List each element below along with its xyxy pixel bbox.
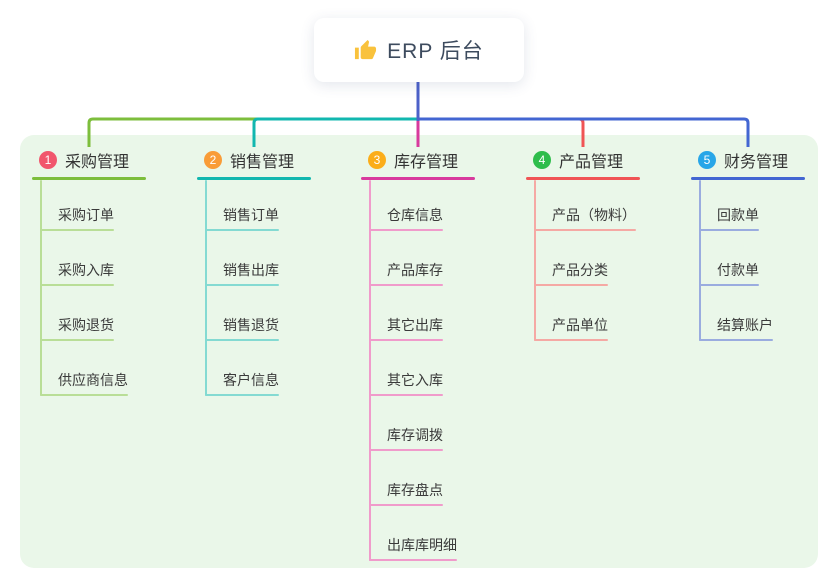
branch-title-3[interactable]: 3 库存管理 — [361, 148, 475, 180]
branch-number-badge: 4 — [533, 151, 551, 169]
child-node-label: 产品（物料） — [552, 207, 636, 223]
child-node[interactable]: 销售订单 — [205, 205, 291, 231]
child-node-label: 销售订单 — [223, 207, 279, 223]
child-node-label: 采购订单 — [58, 207, 114, 223]
child-node[interactable]: 采购入库 — [40, 260, 126, 286]
branch-number-badge: 3 — [368, 151, 386, 169]
child-node-label: 出库库明细 — [387, 537, 457, 553]
child-underline — [534, 284, 608, 286]
child-underline — [369, 229, 443, 231]
child-node-label: 回款单 — [717, 207, 759, 223]
child-node[interactable]: 出库库明细 — [369, 535, 469, 561]
branch-underline — [361, 177, 475, 180]
branch-title-1[interactable]: 1 采购管理 — [32, 148, 146, 180]
child-node[interactable]: 客户信息 — [205, 370, 291, 396]
branch-title-5[interactable]: 5 财务管理 — [691, 148, 805, 180]
child-underline — [534, 339, 608, 341]
child-node-label: 产品库存 — [387, 262, 443, 278]
branch-spine — [40, 180, 42, 396]
child-node-label: 库存调拨 — [387, 427, 443, 443]
child-node-label: 采购入库 — [58, 262, 114, 278]
child-node-label: 其它出库 — [387, 317, 443, 333]
child-node[interactable]: 采购退货 — [40, 315, 126, 341]
child-node-label: 产品分类 — [552, 262, 608, 278]
branch-title-4[interactable]: 4 产品管理 — [526, 148, 640, 180]
child-underline — [699, 229, 759, 231]
branch-title-2[interactable]: 2 销售管理 — [197, 148, 311, 180]
branches-panel — [20, 135, 818, 568]
child-node-label: 产品单位 — [552, 317, 608, 333]
child-node[interactable]: 库存盘点 — [369, 480, 455, 506]
child-node[interactable]: 库存调拨 — [369, 425, 455, 451]
branch-spine — [369, 180, 371, 561]
child-node[interactable]: 仓库信息 — [369, 205, 455, 231]
branch-number-badge: 5 — [698, 151, 716, 169]
child-node-label: 付款单 — [717, 262, 759, 278]
branch-spine — [699, 180, 701, 341]
child-underline — [205, 339, 279, 341]
child-node[interactable]: 产品分类 — [534, 260, 620, 286]
child-underline — [205, 284, 279, 286]
child-node-label: 结算账户 — [717, 317, 773, 333]
child-underline — [40, 339, 114, 341]
branch-underline — [526, 177, 640, 180]
child-underline — [369, 504, 443, 506]
child-node-label: 销售退货 — [223, 317, 279, 333]
child-node[interactable]: 销售出库 — [205, 260, 291, 286]
child-underline — [369, 449, 443, 451]
child-node-label: 销售出库 — [223, 262, 279, 278]
child-node[interactable]: 付款单 — [699, 260, 771, 286]
child-node[interactable]: 结算账户 — [699, 315, 785, 341]
child-underline — [699, 339, 773, 341]
child-node-label: 仓库信息 — [387, 207, 443, 223]
child-node[interactable]: 销售退货 — [205, 315, 291, 341]
thumbs-up-icon — [355, 39, 377, 59]
branch-number-badge: 1 — [39, 151, 57, 169]
child-underline — [369, 339, 443, 341]
child-node-label: 供应商信息 — [58, 372, 128, 388]
child-node[interactable]: 采购订单 — [40, 205, 126, 231]
branch-underline — [32, 177, 146, 180]
branch-label: 采购管理 — [65, 154, 130, 171]
branch-underline — [691, 177, 805, 180]
child-node[interactable]: 产品库存 — [369, 260, 455, 286]
child-underline — [40, 229, 114, 231]
child-node-label: 其它入库 — [387, 372, 443, 388]
child-node[interactable]: 产品（物料） — [534, 205, 648, 231]
child-underline — [40, 394, 128, 396]
child-node-label: 库存盘点 — [387, 482, 443, 498]
child-underline — [369, 559, 457, 561]
root-node-title: ERP 后台 — [387, 40, 484, 63]
child-node[interactable]: 其它入库 — [369, 370, 455, 396]
branch-label: 财务管理 — [724, 154, 789, 171]
branch-label: 产品管理 — [559, 154, 624, 171]
child-node[interactable]: 回款单 — [699, 205, 771, 231]
child-node[interactable]: 产品单位 — [534, 315, 620, 341]
child-node-label: 客户信息 — [223, 372, 279, 388]
child-underline — [369, 394, 443, 396]
child-underline — [369, 284, 443, 286]
child-underline — [534, 229, 636, 231]
child-node-label: 采购退货 — [58, 317, 114, 333]
branch-number-badge: 2 — [204, 151, 222, 169]
child-underline — [699, 284, 759, 286]
child-node[interactable]: 供应商信息 — [40, 370, 140, 396]
branch-spine — [205, 180, 207, 396]
child-underline — [205, 229, 279, 231]
branch-label: 销售管理 — [230, 154, 295, 171]
branch-label: 库存管理 — [394, 154, 459, 171]
branch-underline — [197, 177, 311, 180]
root-node[interactable]: ERP 后台 — [314, 18, 524, 82]
branch-spine — [534, 180, 536, 341]
child-node[interactable]: 其它出库 — [369, 315, 455, 341]
child-underline — [205, 394, 279, 396]
child-underline — [40, 284, 114, 286]
